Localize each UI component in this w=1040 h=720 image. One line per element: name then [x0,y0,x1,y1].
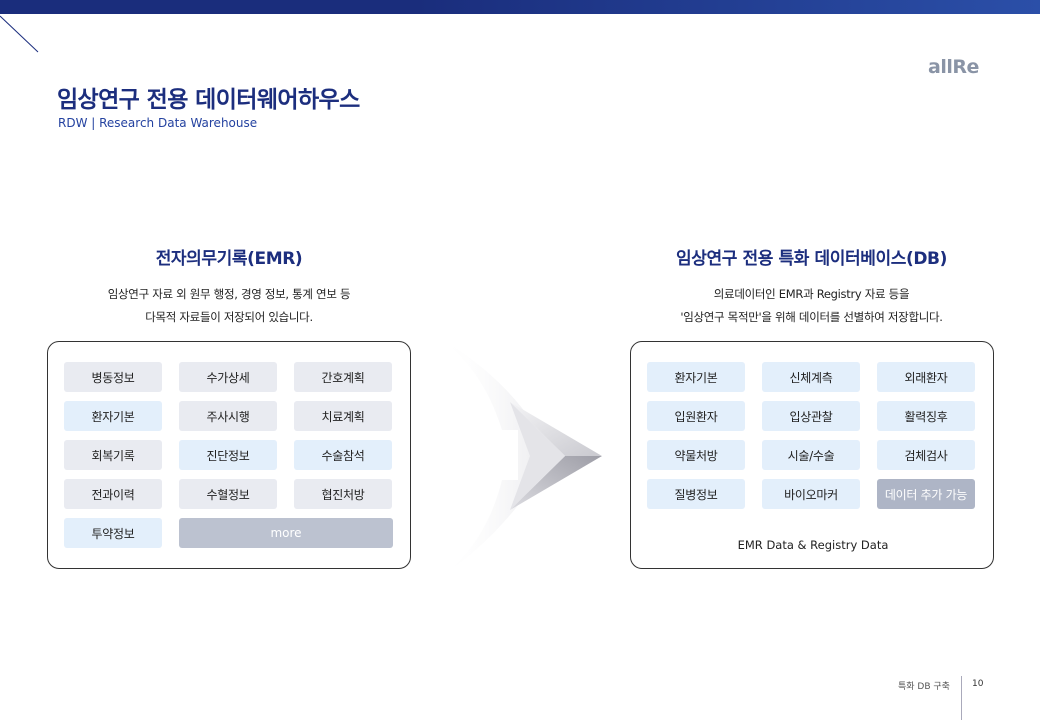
db-field-chip: 입상관찰 [762,401,860,431]
db-field-chip: 바이오마커 [762,479,860,509]
emr-field-chip: 회복기록 [64,440,162,470]
footer-divider [961,676,962,720]
page-subtitle: RDW | Research Data Warehouse [58,116,258,130]
db-field-chip: 시술/수술 [762,440,860,470]
db-desc-line1: 의료데이터인 EMR과 Registry 자료 등을 [713,287,910,301]
db-field-chip: 활력징후 [877,401,975,431]
emr-desc-line2: 다목적 자료들이 저장되어 있습니다. [145,310,313,324]
right-arrow-icon [440,338,602,578]
db-section-header: 임상연구 전용 특화 데이터베이스(DB) 의료데이터인 EMR과 Regist… [630,244,993,329]
emr-field-chip: 진단정보 [179,440,277,470]
footer-section-label: 특화 DB 구축 [898,682,950,692]
db-title: 임상연구 전용 특화 데이터베이스(DB) [676,249,947,269]
emr-title: 전자의무기록(EMR) [155,249,303,269]
emr-field-chip: 치료계획 [294,401,392,431]
page-number: 10 [972,679,984,689]
emr-field-chip: 병동정보 [64,362,162,392]
more-chip: more [179,518,393,548]
emr-section-header: 전자의무기록(EMR) 임상연구 자료 외 원무 행정, 경영 정보, 통계 연… [48,244,410,329]
db-panel-caption: EMR Data & Registry Data [737,538,889,552]
corner-decoration [0,15,39,53]
db-field-chip: 외래환자 [877,362,975,392]
emr-field-chip: 전과이력 [64,479,162,509]
emr-field-chip: 환자기본 [64,401,162,431]
page-title: 임상연구 전용 데이터웨어하우스 [57,87,360,113]
db-field-chip: 검체검사 [877,440,975,470]
emr-desc-line1: 임상연구 자료 외 원무 행정, 경영 정보, 통계 연보 등 [107,287,351,301]
emr-field-chip: 주사시행 [179,401,277,431]
db-field-chip: 데이터 추가 가능 [877,479,975,509]
db-field-chip: 질병정보 [647,479,745,509]
emr-field-chip: 간호계획 [294,362,392,392]
db-field-chip: 입원환자 [647,401,745,431]
db-field-chip: 신체계측 [762,362,860,392]
db-field-chip: 약물처방 [647,440,745,470]
emr-field-chip: 수가상세 [179,362,277,392]
brand-logo: allRe [928,56,979,78]
emr-field-chip: 협진처방 [294,479,392,509]
db-description: 의료데이터인 EMR과 Registry 자료 등을 '임상연구 목적만'을 위… [630,283,993,329]
emr-description: 임상연구 자료 외 원무 행정, 경영 정보, 통계 연보 등 다목적 자료들이… [48,283,410,329]
db-field-chip: 환자기본 [647,362,745,392]
emr-field-chip: 수술참석 [294,440,392,470]
emr-field-chip: 수혈정보 [179,479,277,509]
emr-field-chip: 투약정보 [64,518,162,548]
top-accent-bar [0,0,1040,14]
db-desc-line2: '임상연구 목적만'을 위해 데이터를 선별하여 저장합니다. [680,310,943,324]
